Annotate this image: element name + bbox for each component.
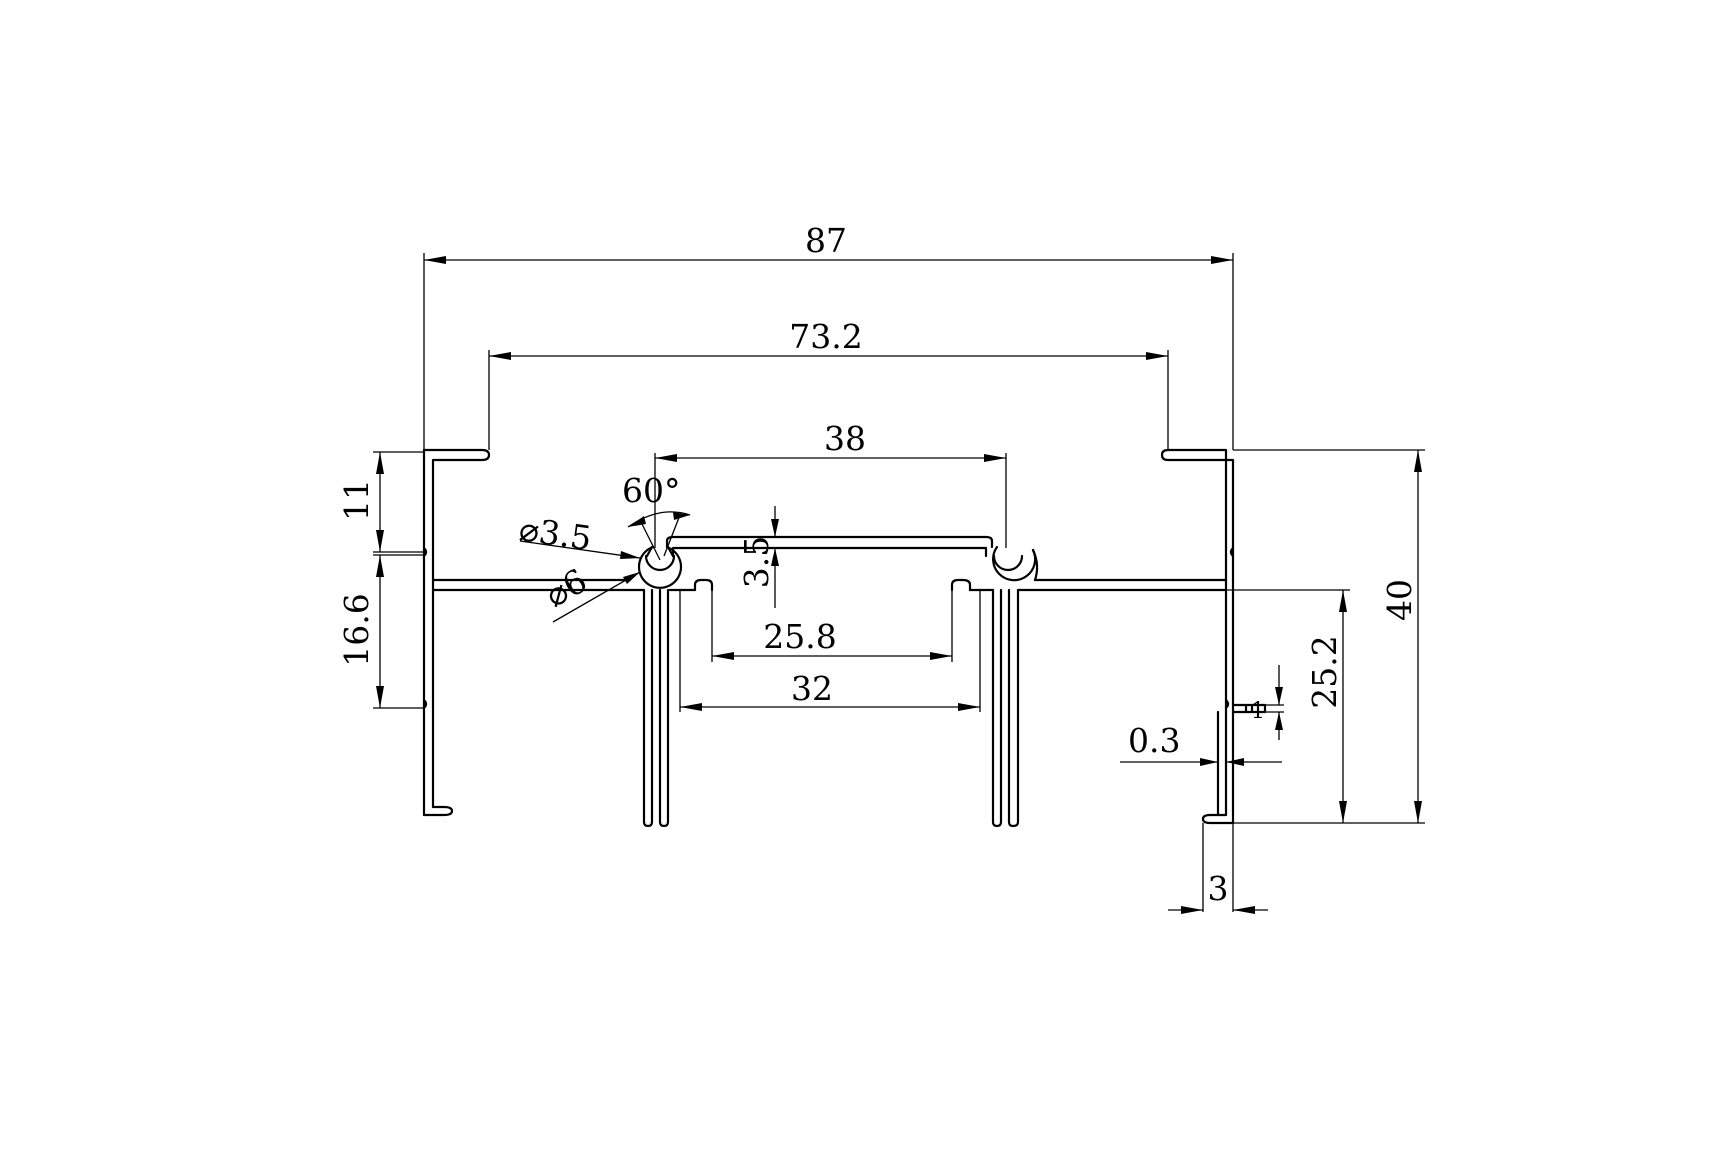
dim-slot-spacing: 38: [824, 419, 866, 458]
dim-hole-large: ⌀6: [539, 561, 594, 615]
dim-lower-height: 16.6: [337, 593, 376, 666]
profile-outline: [422, 448, 1267, 828]
dim-angle: 60°: [622, 471, 681, 510]
dim-slot-depth: 3.5: [737, 536, 776, 588]
dim-right-height: 25.2: [1305, 635, 1344, 708]
dim-inner-legs: 32: [791, 669, 833, 708]
dim-total-height: 40: [1380, 579, 1419, 621]
dim-top-flange: 11: [337, 479, 376, 521]
dim-hole-small: ⌀3.5: [517, 509, 594, 558]
dimension-lines: [373, 253, 1425, 914]
dim-inner-web: 25.8: [763, 617, 836, 656]
dim-lip: 3: [1208, 869, 1229, 908]
dim-top-opening: 73.2: [789, 317, 862, 356]
dim-small-tick: 1: [1251, 699, 1265, 724]
dim-clearance: 0.3: [1128, 721, 1180, 760]
dim-overall-width: 87: [805, 221, 847, 260]
